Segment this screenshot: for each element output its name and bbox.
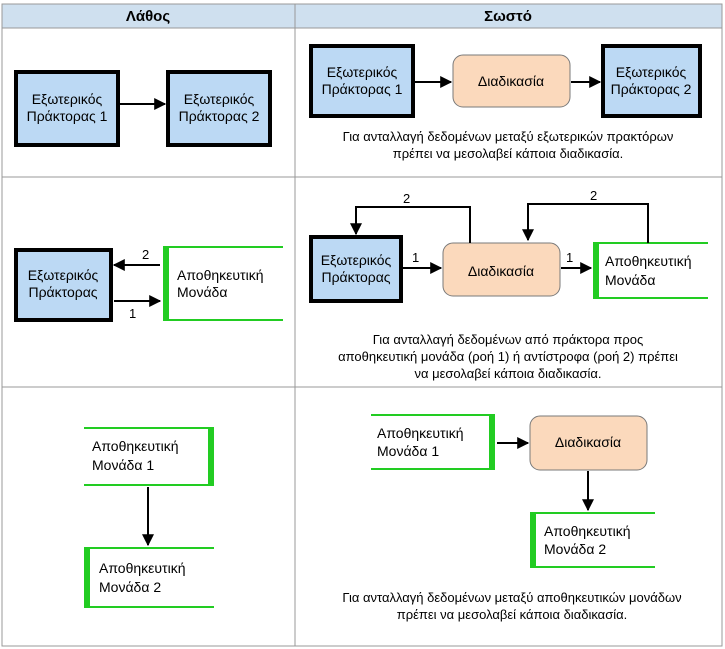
- process-label: Διαδικασία: [555, 434, 621, 450]
- external-agent-1-label: Εξωτερικός: [32, 91, 103, 107]
- flow-number: 2: [142, 247, 149, 262]
- caption-line: αποθηκευτική μονάδα (ροή 1) ή αντίστροφα…: [338, 349, 678, 364]
- data-store: [593, 242, 708, 299]
- external-agent-2: [601, 44, 702, 118]
- external-agent-label: Πράκτορας: [321, 269, 390, 285]
- header-row: [2, 4, 722, 28]
- process: [442, 242, 561, 297]
- caption-line: πρέπει να μεσολαβεί κάποια διαδικασία.: [397, 607, 627, 622]
- external-agent-1: [309, 44, 415, 118]
- data-store-1-label: Μονάδα 1: [92, 457, 154, 473]
- external-agent-1: [14, 70, 120, 147]
- external-agent-2-label: Πράκτορας 2: [611, 81, 692, 97]
- external-agent-2-label: Πράκτορας 2: [179, 108, 260, 124]
- flow-number: 2: [403, 191, 410, 206]
- caption-line: Για ανταλλαγή δεδομένων μεταξύ αποθηκευτ…: [342, 590, 681, 605]
- data-store-2-label: Αποθηκευτική: [544, 523, 630, 539]
- data-store-2: [530, 512, 655, 568]
- data-store-label: Αποθηκευτική: [605, 253, 691, 269]
- external-agent: [14, 248, 113, 322]
- flow-number: 1: [129, 306, 136, 321]
- external-agent-2-label: Εξωτερικός: [616, 64, 687, 80]
- table-grid: [1, 3, 723, 647]
- flow-number: 1: [412, 250, 419, 265]
- flow-number: 2: [590, 188, 597, 203]
- caption-line: να μεσολαβεί κάποια διαδικασία.: [414, 366, 601, 381]
- caption-line: Για ανταλλαγή δεδομένων μεταξύ εξωτερικώ…: [343, 129, 674, 144]
- process-label: Διαδικασία: [468, 263, 534, 279]
- data-store: [163, 246, 283, 321]
- flow-arrow-2: [350, 206, 471, 243]
- flow-arrow-2: [522, 203, 649, 243]
- row3-right: Αποθηκευτική Μονάδα 1 Διαδικασία Αποθηκε…: [342, 414, 682, 622]
- data-store-2-label: Αποθηκευτική: [99, 560, 185, 576]
- external-agent-2: [166, 70, 272, 147]
- external-agent-1-label: Πράκτορας 1: [27, 108, 108, 124]
- header-right: Σωστό: [484, 8, 532, 25]
- row1-right: Εξωτερικός Πράκτορας 1 Διαδικασία Εξωτερ…: [309, 44, 702, 161]
- external-agent-1-label: Πράκτορας 1: [322, 81, 403, 97]
- caption-line: Για ανταλλαγή δεδομένων από πράκτορα προ…: [373, 332, 644, 347]
- data-store-2: [84, 547, 214, 608]
- caption-line: πρέπει να μεσολαβεί κάποια διαδικασία.: [393, 146, 623, 161]
- data-store-1: [84, 427, 214, 486]
- external-agent-1-label: Εξωτερικός: [327, 64, 398, 80]
- process: [529, 415, 648, 471]
- row3-wrong: Αποθηκευτική Μονάδα 1 Αποθηκευτική Μονάδ…: [84, 427, 214, 608]
- data-store-label: Μονάδα: [605, 272, 655, 288]
- data-store-label: Μονάδα: [177, 284, 227, 300]
- process: [452, 54, 571, 108]
- external-agent: [309, 235, 403, 303]
- data-store-1-label: Αποθηκευτική: [377, 425, 463, 441]
- external-agent-2-label: Εξωτερικός: [184, 91, 255, 107]
- external-agent-label: Πράκτορας: [28, 284, 97, 300]
- data-store-2-label: Μονάδα 2: [99, 579, 161, 595]
- data-store-2-label: Μονάδα 2: [544, 541, 606, 557]
- process-label: Διαδικασία: [478, 73, 544, 89]
- data-store-1-label: Μονάδα 1: [377, 443, 439, 459]
- data-store-1: [371, 414, 495, 470]
- header-wrong: Λάθος: [126, 8, 170, 25]
- row1-wrong: Εξωτερικός Πράκτορας 1 Εξωτερικός Πράκτο…: [14, 70, 272, 147]
- data-store-1-label: Αποθηκευτική: [92, 438, 178, 454]
- row2-wrong: Εξωτερικός Πράκτορας Αποθηκευτική Μονάδα…: [14, 246, 283, 322]
- data-store-label: Αποθηκευτική: [177, 267, 263, 283]
- flow-number: 1: [566, 250, 573, 265]
- row2-right: Εξωτερικός Πράκτορας Διαδικασία Αποθηκευ…: [309, 188, 708, 381]
- external-agent-label: Εξωτερικός: [321, 252, 392, 268]
- external-agent-label: Εξωτερικός: [28, 267, 99, 283]
